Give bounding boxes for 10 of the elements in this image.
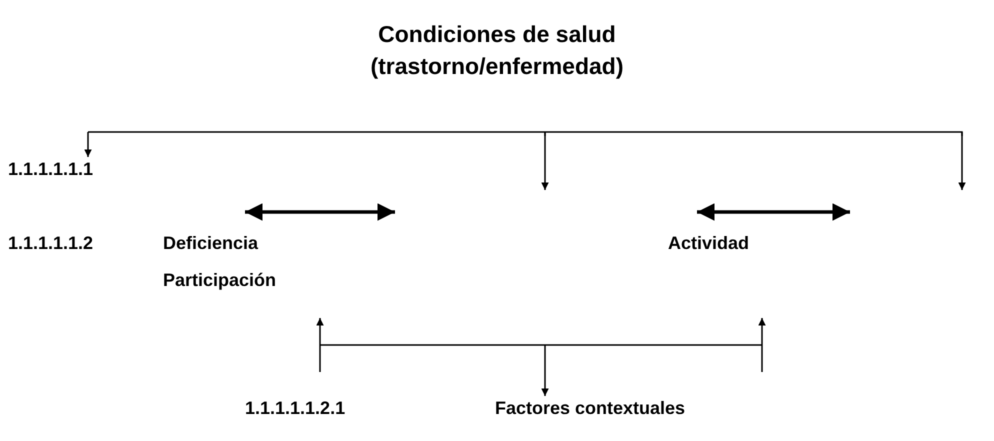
outline-number: 1.1.1.1.1.2 (8, 232, 94, 254)
arrow (84, 132, 92, 157)
node-label: Factores contextuales (495, 397, 686, 419)
title: Condiciones de salud (trastorno/enfermedad) (369, 20, 625, 81)
node-label: 1.1.1.1.1.1 (8, 158, 94, 180)
node-label: Participación (163, 269, 276, 291)
node-label: Deficiencia (163, 232, 258, 254)
node-label: Actividad (668, 232, 750, 254)
outline-number: 1.1.1.1.1.2.1 (245, 397, 346, 419)
arrow (541, 345, 549, 396)
